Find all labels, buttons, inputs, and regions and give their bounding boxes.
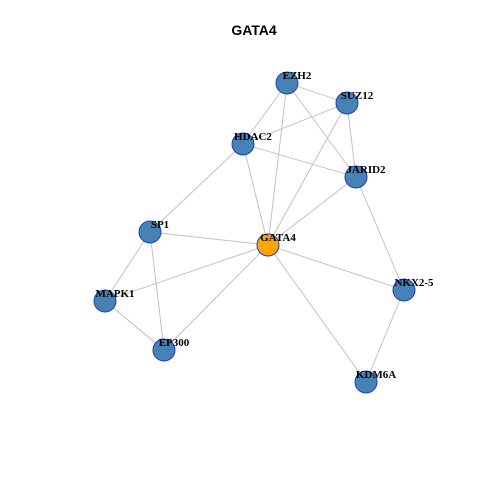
node-circle-hdac2 bbox=[231, 132, 255, 156]
node-nkx2-5: NKX2-5 bbox=[392, 277, 434, 302]
node-circle-mapk1 bbox=[93, 289, 117, 313]
node-circle-gata4 bbox=[256, 233, 280, 257]
node-circle-nkx2-5 bbox=[392, 278, 416, 302]
edge-ezh2-gata4 bbox=[267, 82, 288, 246]
graph-title: GATA4 bbox=[231, 22, 277, 38]
node-label-sp1: SP1 bbox=[151, 219, 169, 231]
edge-mapk1-ep300 bbox=[104, 300, 165, 351]
node-gata4: GATA4 bbox=[256, 232, 296, 257]
edge-sp1-gata4 bbox=[149, 231, 269, 246]
node-label-suz12: SUZ12 bbox=[341, 90, 374, 102]
node-suz12: SUZ12 bbox=[335, 90, 374, 115]
node-label-hdac2: HDAC2 bbox=[234, 131, 272, 143]
node-label-jarid2: JARID2 bbox=[346, 164, 386, 176]
edge-hdac2-jarid2 bbox=[242, 143, 357, 178]
node-circle-jarid2 bbox=[344, 165, 368, 189]
edge-ezh2-jarid2 bbox=[286, 82, 357, 178]
edge-ezh2-hdac2 bbox=[242, 82, 288, 145]
node-circle-kdm6a bbox=[354, 370, 378, 394]
node-circle-ezh2 bbox=[275, 71, 299, 95]
node-hdac2: HDAC2 bbox=[231, 131, 272, 156]
edge-suz12-gata4 bbox=[267, 102, 348, 246]
edge-sp1-mapk1 bbox=[104, 231, 151, 302]
edge-suz12-jarid2 bbox=[346, 102, 357, 178]
node-label-gata4: GATA4 bbox=[260, 232, 296, 244]
node-label-ezh2: EZH2 bbox=[283, 70, 312, 82]
edge-hdac2-sp1 bbox=[149, 143, 244, 233]
node-sp1: SP1 bbox=[138, 219, 169, 244]
edge-gata4-kdm6a bbox=[267, 244, 367, 383]
edge-nkx2-5-kdm6a bbox=[365, 289, 405, 383]
node-jarid2: JARID2 bbox=[344, 164, 386, 189]
edge-hdac2-gata4 bbox=[242, 143, 269, 246]
node-kdm6a: KDM6A bbox=[354, 369, 396, 394]
edge-sp1-ep300 bbox=[149, 231, 165, 351]
edge-jarid2-gata4 bbox=[267, 176, 357, 246]
edge-layer bbox=[104, 82, 405, 383]
node-circle-ep300 bbox=[152, 338, 176, 362]
node-label-mapk1: MAPK1 bbox=[95, 288, 134, 300]
node-label-kdm6a: KDM6A bbox=[356, 369, 396, 381]
edge-gata4-ep300 bbox=[163, 244, 269, 351]
node-ezh2: EZH2 bbox=[275, 70, 312, 95]
node-circle-sp1 bbox=[138, 220, 162, 244]
edge-suz12-hdac2 bbox=[242, 102, 348, 145]
edge-gata4-nkx2-5 bbox=[267, 244, 405, 291]
node-label-ep300: EP300 bbox=[159, 337, 190, 349]
node-label-nkx2-5: NKX2-5 bbox=[394, 277, 434, 289]
node-mapk1: MAPK1 bbox=[93, 288, 135, 313]
node-ep300: EP300 bbox=[152, 337, 190, 362]
edge-gata4-mapk1 bbox=[104, 244, 269, 302]
edge-jarid2-nkx2-5 bbox=[355, 176, 405, 291]
node-circle-suz12 bbox=[335, 91, 359, 115]
